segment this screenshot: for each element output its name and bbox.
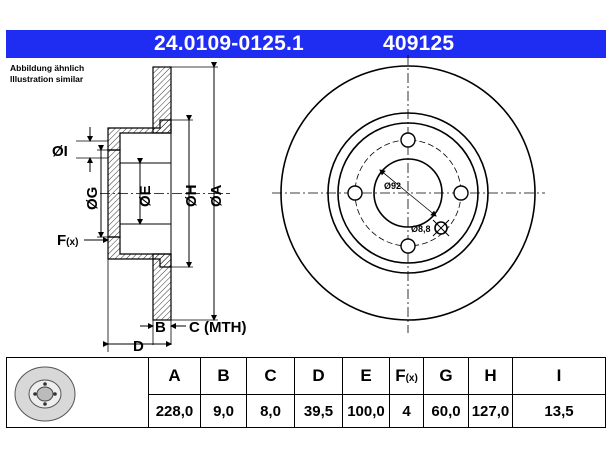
- label-dim-b: B: [155, 319, 166, 336]
- title-bar: 24.0109-0125.1 409125: [6, 30, 606, 58]
- label-dim-c: C (MTH): [189, 319, 246, 336]
- table-header-row: A B C D E F(x) G H I: [6, 357, 606, 428]
- value-b: 9,0: [200, 394, 247, 428]
- spec-table: A B C D E F(x) G H I 228,0 9,0 8,0 39,5 …: [6, 357, 606, 428]
- bolt-hole-left: [347, 185, 363, 201]
- label-pcd: Ø92: [384, 181, 401, 191]
- label-dim-a: ØA: [208, 184, 225, 207]
- table-thumbnail-cell: [6, 357, 149, 428]
- value-h: 127,0: [468, 394, 513, 428]
- header-h: H: [468, 357, 513, 395]
- note-line-german: Abbildung ähnlich: [10, 63, 85, 73]
- label-dim-f: F(x): [57, 232, 78, 249]
- label-hole: Ø8,8: [411, 224, 431, 234]
- header-c: C: [246, 357, 295, 395]
- disc-outer-circle: [280, 65, 536, 321]
- value-d: 39,5: [294, 394, 343, 428]
- label-dim-g: ØG: [84, 187, 101, 210]
- bolt-hole-right: [453, 185, 469, 201]
- value-g: 60,0: [423, 394, 469, 428]
- value-a: 228,0: [148, 394, 201, 428]
- front-view: Ø92 Ø8,8: [272, 55, 545, 333]
- header-f: F(x): [389, 357, 424, 395]
- label-dim-i: ØI: [52, 143, 68, 160]
- reference-number: 409125: [383, 32, 455, 55]
- friction-ring-inner: [327, 112, 489, 274]
- center-bore: [373, 158, 443, 228]
- label-dim-h: ØH: [183, 185, 200, 208]
- hat-outer: [337, 122, 479, 264]
- hat-section-bottom: [107, 236, 172, 268]
- bolt-hole-bottom: [400, 238, 416, 254]
- note-line-english: Illustration similar: [10, 74, 84, 84]
- value-e: 100,0: [342, 394, 390, 428]
- value-f: 4: [389, 394, 424, 428]
- table-value-row: 228,0 9,0 8,0 39,5 100,0 4 60,0 127,0 13…: [7, 394, 606, 428]
- part-number: 24.0109-0125.1: [154, 32, 304, 55]
- value-c: 8,0: [246, 394, 295, 428]
- header-g: G: [423, 357, 469, 395]
- side-view: ØI ØG ØE ØH ØA F(x) B C (MTH) D: [52, 62, 246, 355]
- illustration-note: Abbildung ähnlich Illustration similar: [10, 63, 84, 85]
- header-d: D: [294, 357, 343, 395]
- header-a: A: [148, 357, 201, 395]
- label-dim-e: ØE: [137, 185, 154, 207]
- bolt-hole-top: [400, 132, 416, 148]
- hat-section-top: [107, 119, 172, 151]
- value-i: 13,5: [512, 394, 606, 428]
- header-i: I: [512, 357, 606, 395]
- label-dim-d: D: [133, 338, 144, 355]
- header-b: B: [200, 357, 247, 395]
- header-e: E: [342, 357, 390, 395]
